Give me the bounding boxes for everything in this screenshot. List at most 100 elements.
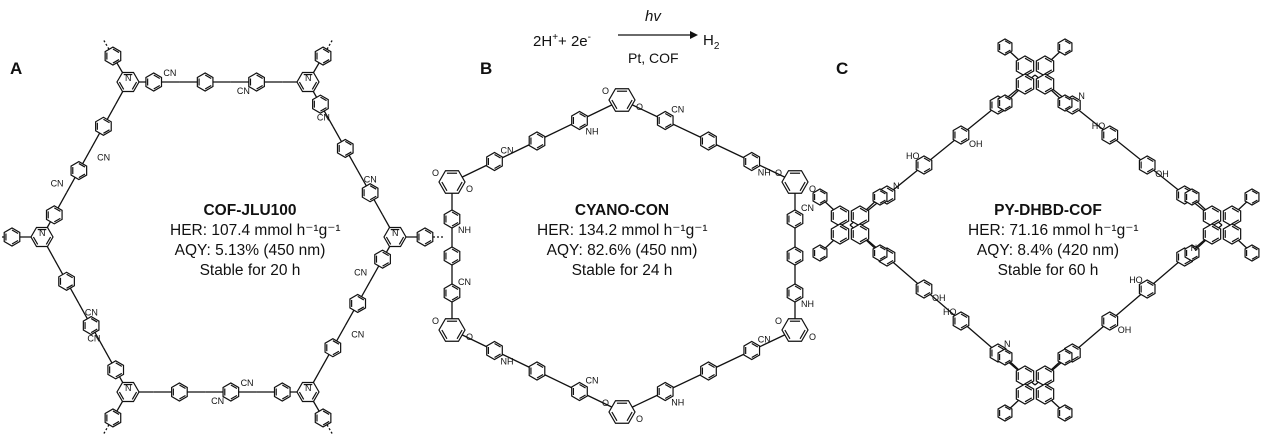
hydroxy-label: OH xyxy=(1155,169,1169,179)
benzene-ring xyxy=(443,283,461,303)
quinone-ring xyxy=(781,170,809,194)
pyrene-ring xyxy=(1035,365,1055,387)
phenyl-ring xyxy=(1057,38,1073,56)
benzene-ring xyxy=(1138,155,1156,175)
benzene-ring xyxy=(196,72,214,92)
benzene-ring xyxy=(443,246,461,266)
pyrene-ring xyxy=(1035,73,1055,95)
carbonyl-o-label: O xyxy=(636,414,643,424)
cyano-label: CN xyxy=(241,378,254,388)
benzene-ring xyxy=(349,293,367,314)
cyano-label: CN xyxy=(351,330,364,340)
benzene-ring xyxy=(336,138,354,159)
pyrene-ring xyxy=(1202,223,1222,245)
caption-her: HER: 71.16 mmol h⁻¹g⁻¹ xyxy=(968,222,1139,239)
carbonyl-o-label: O xyxy=(809,184,816,194)
carbonyl-o-label: O xyxy=(466,332,473,342)
triazine-n-label: N xyxy=(39,228,46,238)
triazine-n-label: N xyxy=(305,73,312,83)
reaction-scheme: 2H++ 2e- hv Pt, COF H2 xyxy=(533,6,723,66)
pyrene-ring xyxy=(1015,73,1035,95)
amine-label: NH xyxy=(458,225,471,235)
hydroxy-label: OH xyxy=(1118,325,1132,335)
phenyl-ring xyxy=(3,227,21,247)
caption-stability: Stable for 24 h xyxy=(571,262,673,279)
benzene-ring xyxy=(700,131,717,151)
extension-bond xyxy=(322,417,333,434)
cyano-label: CN xyxy=(97,152,110,162)
cyano-label: CN xyxy=(354,267,367,277)
caption-name: PY-DHBD-COF xyxy=(994,202,1102,219)
benzene-ring xyxy=(486,340,503,361)
pyrene-ring xyxy=(830,205,850,227)
pyrene-ring xyxy=(1035,55,1055,77)
cyano-label: CN xyxy=(801,203,814,213)
carbonyl-o-label: O xyxy=(775,316,782,326)
extension-bond xyxy=(103,417,114,434)
benzene-ring xyxy=(952,125,970,145)
benzene-ring xyxy=(700,361,717,381)
phenyl-ring xyxy=(812,188,828,206)
amine-label: NH xyxy=(501,357,514,367)
reaction-product: H2 xyxy=(703,32,719,52)
benzene-ring xyxy=(571,110,588,131)
triazine-n-label: N xyxy=(125,383,132,393)
phenyl-ring xyxy=(1244,188,1260,206)
caption-stability: Stable for 20 h xyxy=(199,262,301,279)
benzene-ring xyxy=(656,381,674,402)
phenyl-ring xyxy=(872,188,888,206)
phenyl-ring xyxy=(314,46,332,66)
caption-her: HER: 107.4 mmol h⁻¹g⁻¹ xyxy=(170,222,341,239)
benzene-ring xyxy=(222,382,240,402)
panel-letter-a: A xyxy=(10,59,23,78)
benzene-ring xyxy=(107,360,125,380)
benzene-ring xyxy=(45,205,63,225)
pyrene-ring xyxy=(850,205,870,227)
imine-n-label: N xyxy=(1191,243,1198,253)
imine-n-label: N xyxy=(893,181,900,191)
cyano-label: CN xyxy=(51,179,64,189)
cyano-label: CN xyxy=(586,376,599,386)
cyano-label: CN xyxy=(85,307,98,317)
caption-cof-jlu100: COF-JLU100 HER: 107.4 mmol h⁻¹g⁻¹ AQY: 5… xyxy=(170,201,341,281)
benzene-ring xyxy=(324,338,342,358)
triazine-n-label: N xyxy=(305,383,312,393)
proton-charge: + xyxy=(552,32,559,43)
cyano-label: CN xyxy=(163,68,176,78)
caption-her: HER: 134.2 mmol h⁻¹g⁻¹ xyxy=(537,222,708,239)
hydroxy-label: HO xyxy=(943,307,957,317)
hydrogen-label: H xyxy=(703,32,714,49)
phenyl-ring xyxy=(997,94,1013,112)
phenyl-ring xyxy=(416,227,434,247)
triazine-ring xyxy=(296,381,320,403)
extension-bond xyxy=(322,40,333,57)
caption-py-dhbd-cof: PY-DHBD-COF HER: 71.16 mmol h⁻¹g⁻¹ AQY: … xyxy=(968,201,1139,281)
pyrene-ring xyxy=(1015,55,1035,77)
quinone-ring xyxy=(608,400,636,424)
electron-label: + 2e xyxy=(558,33,588,50)
phenyl-ring xyxy=(1244,244,1260,262)
cyano-label: CN xyxy=(317,112,330,122)
benzene-ring xyxy=(952,311,970,331)
aromatic-rings xyxy=(3,38,1260,428)
triazine-ring xyxy=(296,71,320,93)
carbonyl-o-label: O xyxy=(809,332,816,342)
quinone-ring xyxy=(438,318,466,342)
amine-label: NH xyxy=(801,299,814,309)
amine-label: NH xyxy=(671,398,684,408)
cyano-label: CN xyxy=(237,86,250,96)
reaction-condition-catalyst: Pt, COF xyxy=(628,50,679,66)
phenyl-ring xyxy=(1057,94,1073,112)
imine-n-label: N xyxy=(1078,91,1085,101)
cyano-label: CN xyxy=(87,334,100,344)
cyano-label: CN xyxy=(458,277,471,287)
reaction-arrow xyxy=(618,31,698,39)
benzene-ring xyxy=(786,209,804,229)
pyrene-ring xyxy=(1222,223,1242,245)
benzene-ring xyxy=(95,116,112,136)
electron-charge: - xyxy=(587,32,591,43)
extension-bond xyxy=(103,40,114,57)
triazine-n-label: N xyxy=(392,228,399,238)
